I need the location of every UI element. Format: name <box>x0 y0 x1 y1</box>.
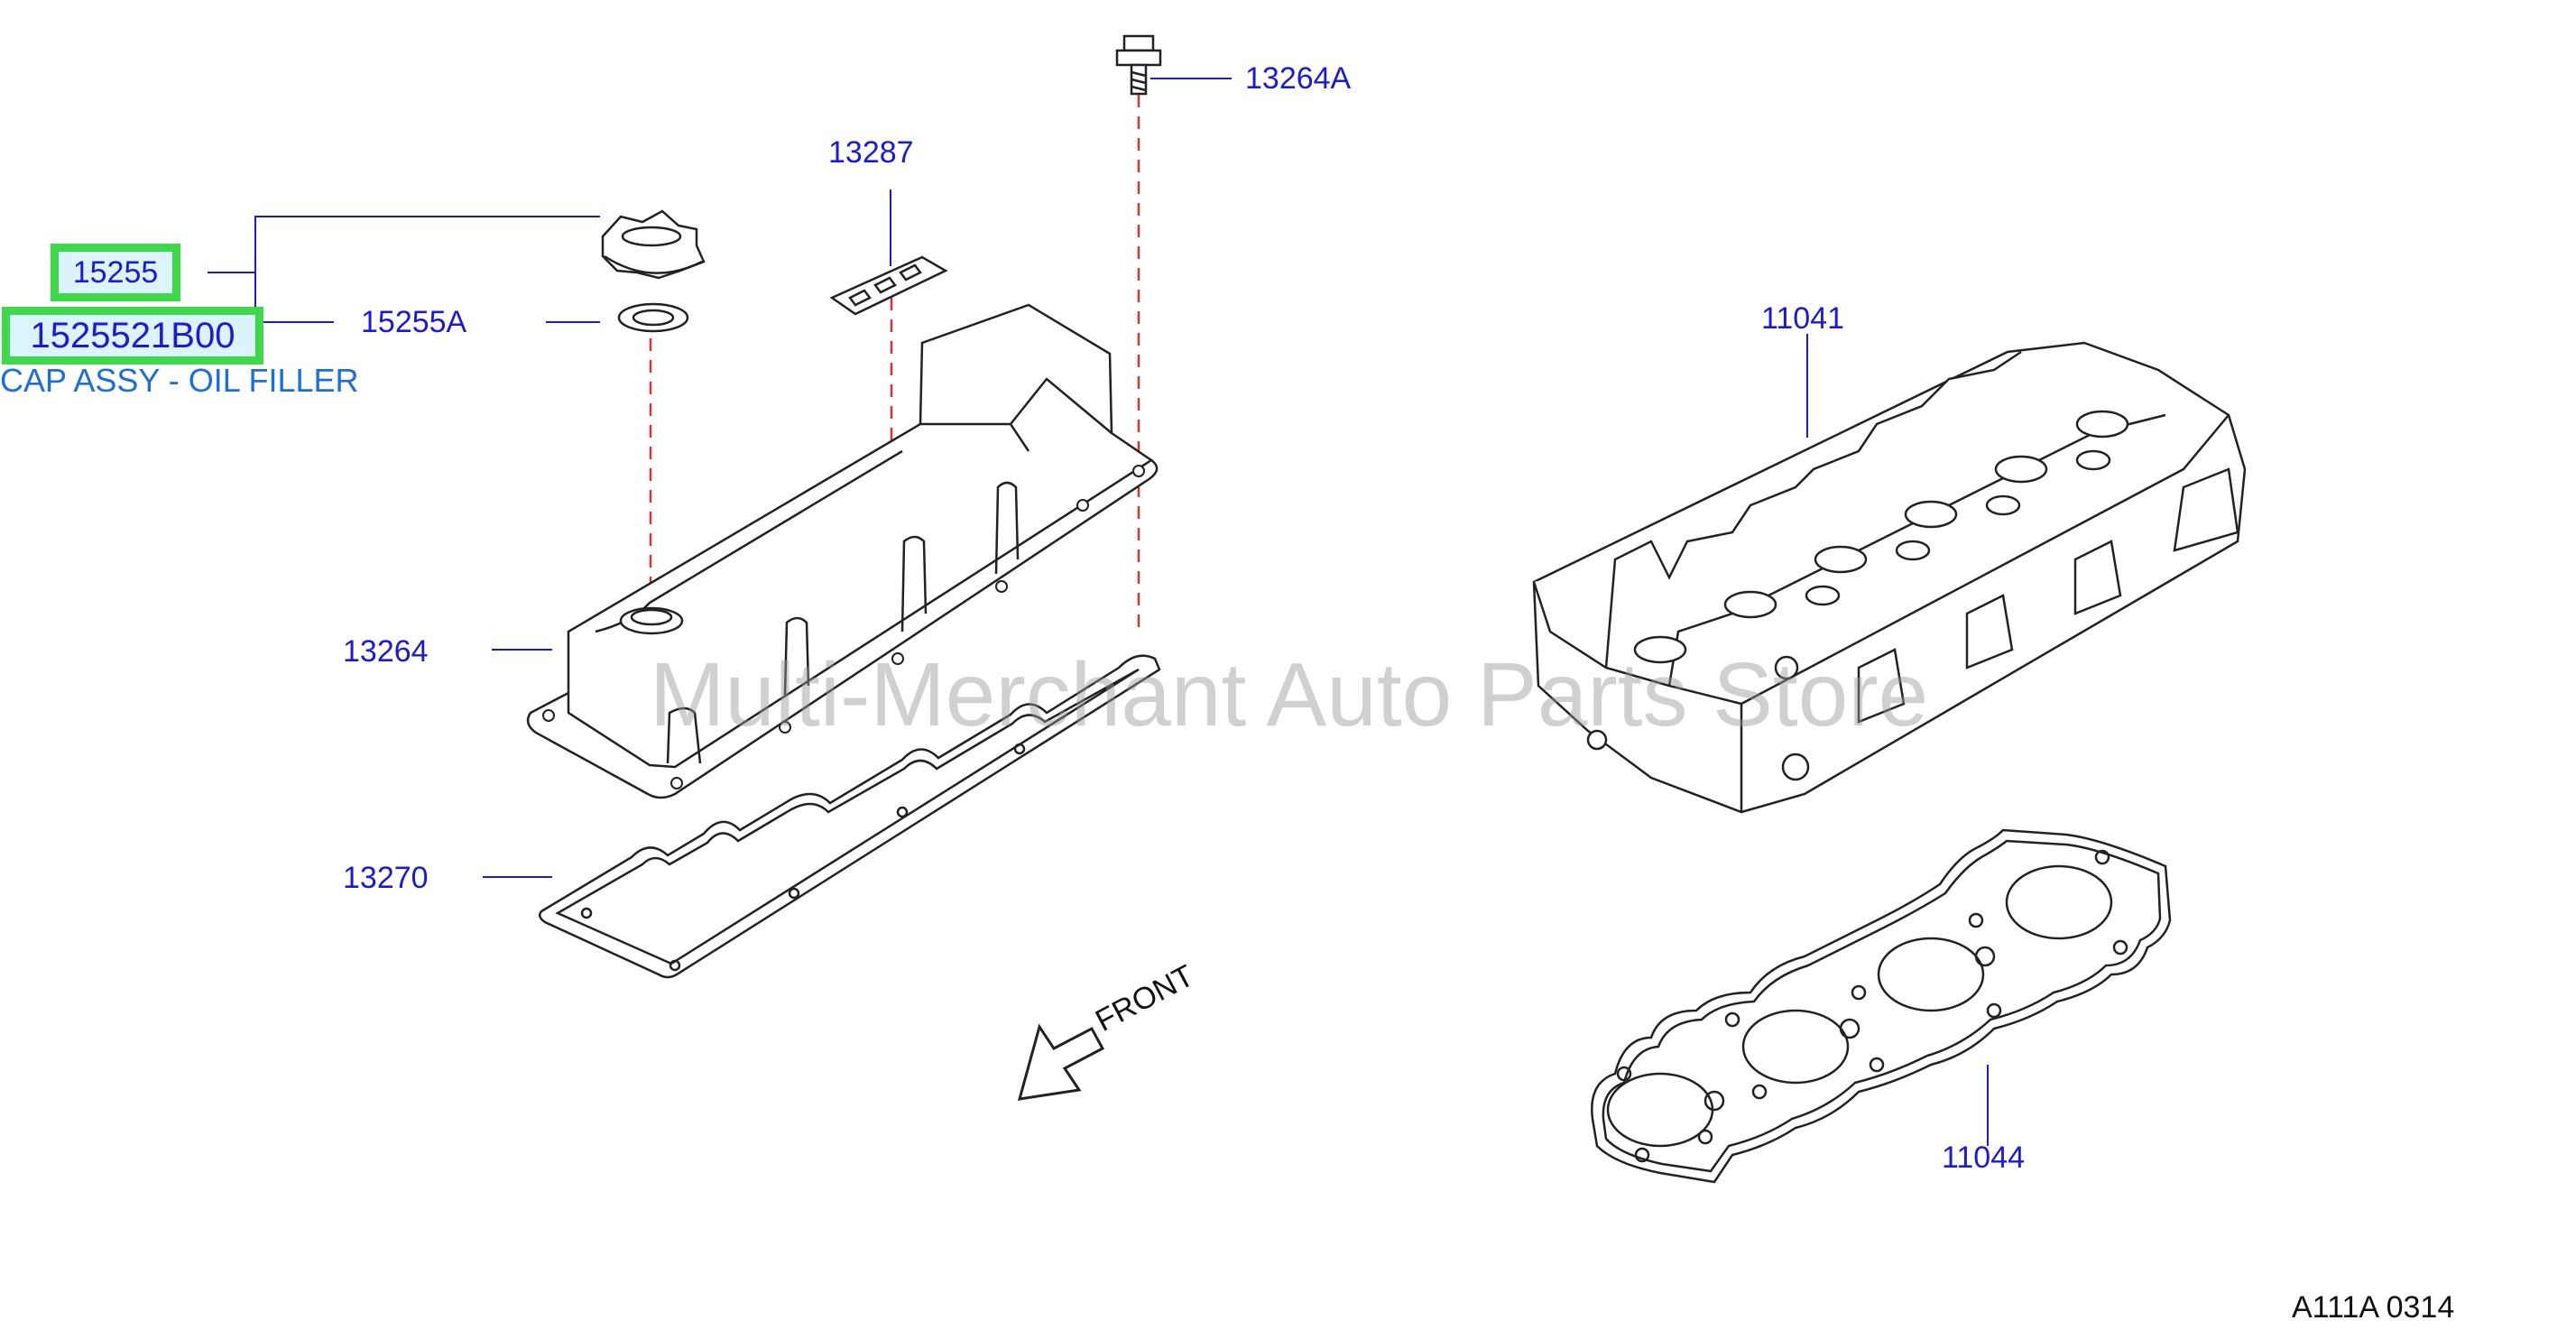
bolt-icon <box>1115 34 1162 96</box>
callout-13270: 13270 <box>343 861 429 895</box>
cap-gasket-icon <box>617 302 689 333</box>
rocker-cover-holes <box>542 465 1145 790</box>
front-arrow-icon <box>1017 1023 1105 1101</box>
callout-11044: 11044 <box>1942 1140 2026 1175</box>
part-description: CAP ASSY - OIL FILLER <box>0 362 359 399</box>
callout-13264a: 13264A <box>1245 61 1352 96</box>
callout-11041: 11041 <box>1761 301 1845 336</box>
cylinder-head-icon <box>1532 341 2247 814</box>
diagram-code: A111A 0314 <box>2292 1290 2455 1325</box>
rocker-cover-gasket-icon <box>538 654 1161 979</box>
guide-lines <box>649 95 1140 636</box>
watermark: Multi-Merchant Auto Parts Store <box>650 644 1929 745</box>
label-plate-icon <box>829 255 948 316</box>
rocker-cover-icon <box>526 303 1159 799</box>
callout-15255a: 15255A <box>361 305 467 339</box>
oil-filler-cap-icon <box>601 209 706 280</box>
callout-13264: 13264 <box>343 634 429 669</box>
callout-15255[interactable]: 15255 <box>51 244 180 301</box>
callout-1525521b00[interactable]: 1525521B00 <box>2 307 263 365</box>
leader-lines <box>208 78 1989 1146</box>
callout-13287: 13287 <box>828 135 914 170</box>
cylinder-head-gasket-icon <box>1591 828 2172 1184</box>
